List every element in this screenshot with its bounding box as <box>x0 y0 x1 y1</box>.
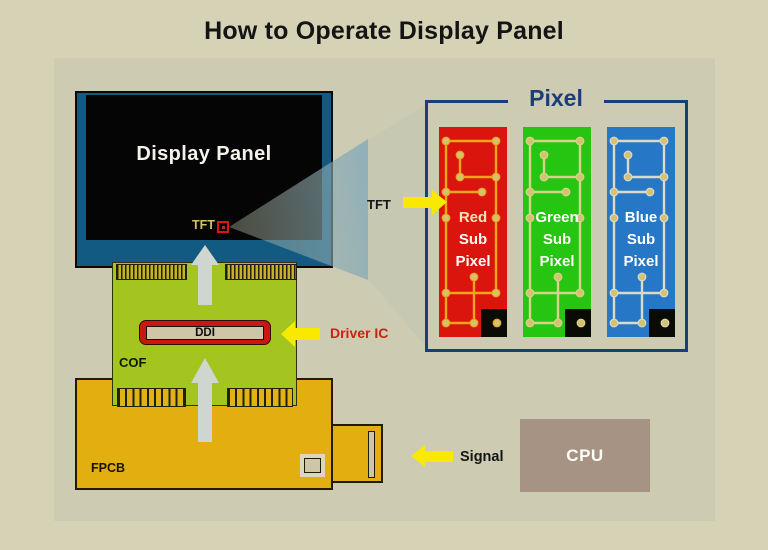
cof-bottom-connector-left <box>117 388 186 407</box>
green-sub-pixel-label: Green Sub Pixel <box>535 209 579 270</box>
tft-panel-label: TFT <box>192 218 215 232</box>
cpu-block: CPU <box>520 419 650 492</box>
cof-label: COF <box>119 355 147 370</box>
tft-marker-icon <box>217 221 229 233</box>
cof-top-connector-right <box>225 264 297 280</box>
red-sub-pixel: Red Sub Pixel <box>439 127 507 337</box>
display-panel-label: Display Panel <box>136 143 272 165</box>
blue-sub-pixel: Blue Sub Pixel <box>607 127 675 337</box>
cpu-label: CPU <box>566 445 604 465</box>
tft-callout-label: TFT <box>367 197 391 212</box>
fpcb-component-chip <box>304 458 321 473</box>
tft-marker-dot <box>221 225 225 229</box>
display-panel: Display Panel <box>75 91 333 268</box>
blue-sub-pixel-label: Blue Sub Pixel <box>623 209 659 270</box>
fpcb-label: FPCB <box>91 461 126 475</box>
driver-ic-label: Driver IC <box>330 325 389 341</box>
green-sub-pixel: Green Sub Pixel <box>523 127 591 337</box>
fpcb-connector-tab <box>333 424 383 483</box>
red-sub-pixel-label: Red Sub Pixel <box>455 209 491 270</box>
pixel-box-title: Pixel <box>508 85 604 112</box>
signal-label: Signal <box>460 449 504 465</box>
cof-bottom-connector-right <box>227 388 293 407</box>
diagram-title: How to Operate Display Panel <box>204 17 564 45</box>
fpcb-connector-slot <box>368 431 375 478</box>
cof-top-connector-left <box>116 264 187 280</box>
ddi-chip: DDI <box>146 326 264 340</box>
